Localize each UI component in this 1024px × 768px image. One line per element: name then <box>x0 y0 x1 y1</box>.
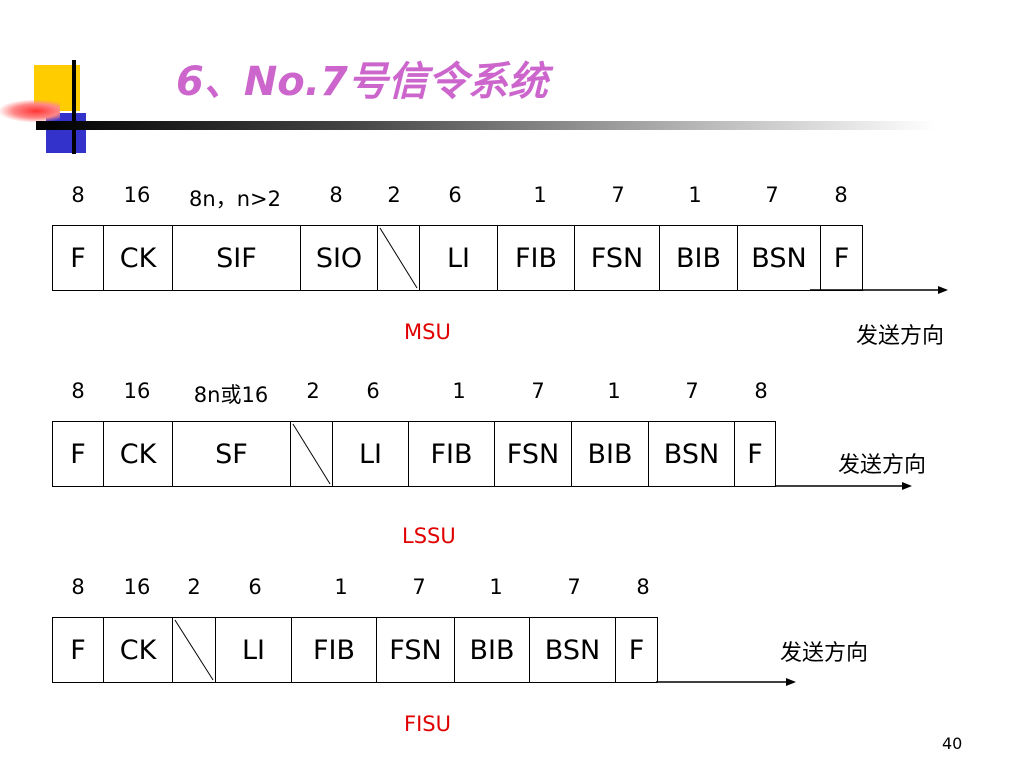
frame-lengths-lssu: 8 16 8n或16 2 6 1 7 1 7 8 <box>0 379 1024 407</box>
diagonal-line <box>292 423 331 485</box>
length-label: 1 <box>688 183 702 207</box>
length-label: 6 <box>366 379 380 403</box>
length-label: 8 <box>329 183 343 207</box>
direction-label: 发送方向 <box>838 453 927 478</box>
length-label: 6 <box>448 183 462 207</box>
frame-fisu: F CK LI FIB FSN BIB BSN F <box>52 617 658 683</box>
length-label: 1 <box>489 575 503 599</box>
field-cell: F <box>821 226 863 290</box>
field-cell: CK <box>104 226 173 290</box>
length-label: 1 <box>452 379 466 403</box>
field-cell: BIB <box>572 422 649 486</box>
field-cell: BIB <box>660 226 738 290</box>
frame-msu: F CK SIF SIO LI FIB FSN BIB BSN F <box>52 225 863 291</box>
spare-field-cell <box>378 226 420 290</box>
field-cell: LI <box>333 422 409 486</box>
field-cell: F <box>616 618 658 682</box>
field-cell: CK <box>104 618 173 682</box>
field-cell: LI <box>216 618 292 682</box>
spare-field-cell <box>173 618 216 682</box>
logo-decoration <box>0 58 130 158</box>
frame-lssu: F CK SF LI FIB FSN BIB BSN F <box>52 421 776 487</box>
page-title: 6、No.7号信令系统 <box>176 59 548 105</box>
diagonal-line <box>174 619 214 681</box>
field-cell: LI <box>420 226 498 290</box>
frame-lengths-msu: 8 16 8n，n>2 8 2 6 1 7 1 7 8 <box>0 183 1024 211</box>
length-label: 1 <box>607 379 621 403</box>
length-label: 1 <box>533 183 547 207</box>
length-label: 7 <box>567 575 581 599</box>
frame-name-msu: MSU <box>404 320 451 344</box>
length-label: 7 <box>412 575 426 599</box>
length-label: 2 <box>306 379 320 403</box>
direction-arrow <box>776 482 912 490</box>
field-cell: FSN <box>575 226 660 290</box>
length-label: 6 <box>248 575 262 599</box>
length-label: 7 <box>611 183 625 207</box>
length-label: 8 <box>636 575 650 599</box>
length-label: 8 <box>71 575 85 599</box>
field-cell: BSN <box>530 618 616 682</box>
field-cell: FSN <box>377 618 455 682</box>
page-number: 40 <box>942 734 963 753</box>
diagonal-line <box>379 227 418 289</box>
length-label: 2 <box>387 183 401 207</box>
length-label: 7 <box>531 379 545 403</box>
field-cell: BIB <box>455 618 530 682</box>
frame-name-fisu: FISU <box>404 712 451 736</box>
field-cell: FIB <box>409 422 495 486</box>
length-label: 8n，n>2 <box>189 187 281 211</box>
frame-lengths-fisu: 8 16 2 6 1 7 1 7 8 <box>0 575 1024 601</box>
field-cell: SIO <box>301 226 378 290</box>
field-cell: F <box>53 226 104 290</box>
length-label: 8 <box>71 379 85 403</box>
field-cell: FSN <box>495 422 572 486</box>
length-label: 16 <box>123 379 151 403</box>
field-cell: F <box>53 422 104 486</box>
title-underline-bar <box>36 121 936 130</box>
field-cell: FIB <box>292 618 377 682</box>
length-label: 2 <box>187 575 201 599</box>
field-cell: F <box>735 422 776 486</box>
field-cell: SF <box>173 422 291 486</box>
frame-name-lssu: LSSU <box>402 524 456 548</box>
length-label: 8 <box>834 183 848 207</box>
field-cell: SIF <box>173 226 301 290</box>
field-cell: BSN <box>649 422 735 486</box>
direction-arrow <box>810 286 948 294</box>
field-cell: CK <box>104 422 173 486</box>
length-label: 16 <box>123 183 151 207</box>
direction-label: 发送方向 <box>856 324 945 349</box>
length-label: 8n或16 <box>193 383 269 407</box>
length-label: 16 <box>123 575 151 599</box>
length-label: 1 <box>334 575 348 599</box>
field-cell: BSN <box>738 226 821 290</box>
length-label: 7 <box>685 379 699 403</box>
length-label: 7 <box>765 183 779 207</box>
length-label: 8 <box>71 183 85 207</box>
direction-label: 发送方向 <box>780 641 869 666</box>
field-cell: FIB <box>498 226 575 290</box>
length-label: 8 <box>754 379 768 403</box>
direction-arrow <box>656 678 796 686</box>
field-cell: F <box>53 618 104 682</box>
spare-field-cell <box>291 422 333 486</box>
